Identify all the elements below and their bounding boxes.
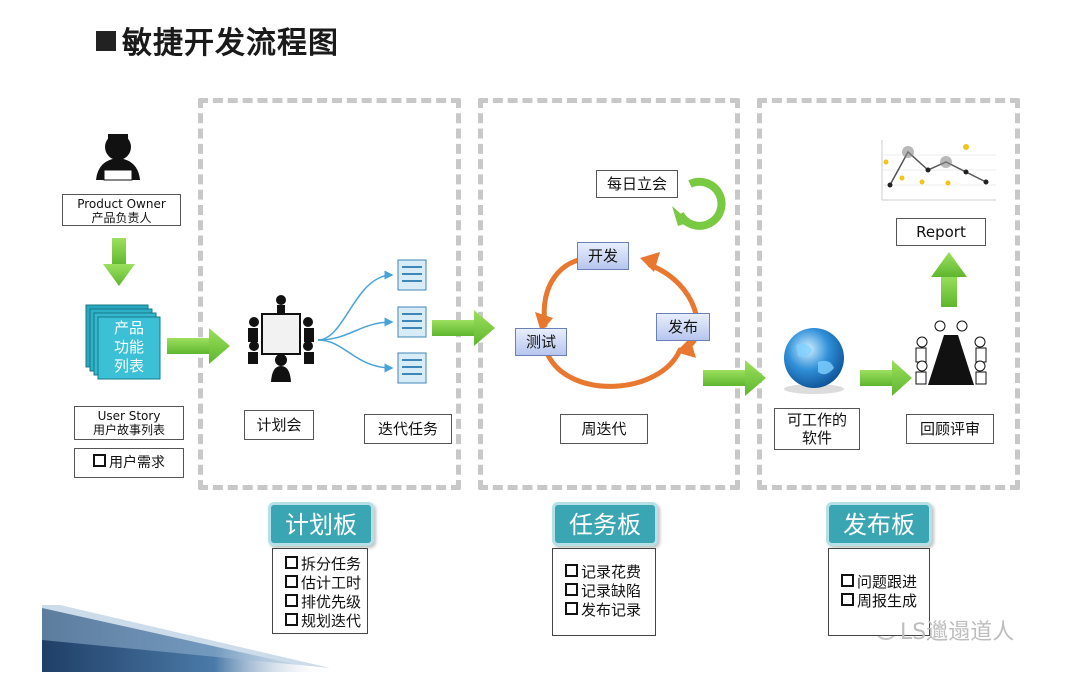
release-box: 发布 (656, 313, 710, 341)
arrow-to-retro-icon (860, 360, 912, 396)
release-board-tab: 发布板 (826, 502, 932, 546)
checkbox-icon (565, 564, 578, 577)
retrospective-meeting-icon (915, 320, 987, 385)
product-owner-person-icon (96, 134, 140, 181)
checkbox-icon (285, 613, 298, 626)
list-item: 拆分任务 (285, 555, 367, 574)
checkbox-icon (285, 556, 298, 569)
release-board-list: 问题跟进 周报生成 (828, 548, 930, 636)
planning-board-list: 拆分任务 估计工时 排优先级 规划迭代 (272, 548, 368, 634)
arrow-to-iteration-icon (432, 310, 495, 346)
report-box: Report (896, 218, 986, 246)
daily-standup-box: 每日立会 (596, 170, 678, 198)
planning-meeting-box: 计划会 (244, 410, 314, 440)
list-item: 估计工时 (285, 574, 367, 593)
task-list-icon (397, 259, 427, 291)
task-branch-lines (317, 270, 394, 373)
list-item: 记录缺陷 (565, 582, 655, 601)
report-chart-icon (881, 140, 996, 201)
user-story-box: User Story 用户故事列表 (74, 406, 184, 440)
user-needs-box: 用户需求 (74, 448, 184, 478)
task-board-list: 记录花费 记录缺陷 发布记录 (552, 548, 656, 636)
working-software-box: 可工作的 软件 (774, 408, 860, 450)
list-item: 周报生成 (841, 592, 929, 611)
backlog-stack-icon (85, 304, 161, 380)
task-list-icon (397, 352, 427, 384)
down-arrow-icon (103, 238, 135, 286)
test-box: 测试 (515, 328, 567, 356)
retrospective-box: 回顾评审 (906, 414, 994, 444)
backlog-label: 产品 功能 列表 (113, 319, 144, 375)
develop-box: 开发 (577, 242, 629, 270)
user-story-en: User Story (97, 409, 161, 423)
arrow-to-planning-icon (167, 328, 230, 364)
planning-panel (198, 98, 461, 490)
iteration-tasks-box: 迭代任务 (364, 414, 452, 444)
release-panel (757, 98, 1020, 490)
up-arrow-icon (931, 252, 967, 307)
meeting-table-icon (248, 295, 314, 382)
product-owner-box: Product Owner 产品负责人 (62, 194, 181, 226)
globe-icon (784, 328, 844, 394)
weekly-iteration-box: 周迭代 (560, 414, 648, 444)
refresh-arrow-icon (672, 177, 726, 230)
product-owner-cn: 产品负责人 (91, 211, 152, 225)
task-board-tab: 任务板 (552, 502, 658, 546)
checkbox-icon (841, 574, 854, 587)
planning-board-tab: 计划板 (268, 502, 374, 546)
list-item: 记录花费 (565, 563, 655, 582)
iteration-panel (478, 98, 740, 490)
watermark-text: LS邋遢道人 (900, 620, 1015, 645)
checkbox-icon (285, 594, 298, 607)
checkbox-icon (285, 575, 298, 588)
list-item: 问题跟进 (841, 573, 929, 592)
checkbox-icon (841, 593, 854, 606)
checkbox-icon (565, 602, 578, 615)
title-square-icon (96, 31, 116, 51)
checkbox-icon (93, 454, 106, 467)
page-title: 敏捷开发流程图 (96, 18, 339, 62)
checkbox-icon (565, 583, 578, 596)
list-item: 规划迭代 (285, 612, 367, 631)
arrow-to-release-icon (703, 360, 766, 396)
slide-decoration (42, 605, 330, 672)
user-story-cn: 用户故事列表 (92, 423, 165, 437)
list-item: 排优先级 (285, 593, 367, 612)
task-list-icon (397, 306, 427, 338)
product-owner-en: Product Owner (77, 197, 166, 211)
list-item: 发布记录 (565, 601, 655, 620)
